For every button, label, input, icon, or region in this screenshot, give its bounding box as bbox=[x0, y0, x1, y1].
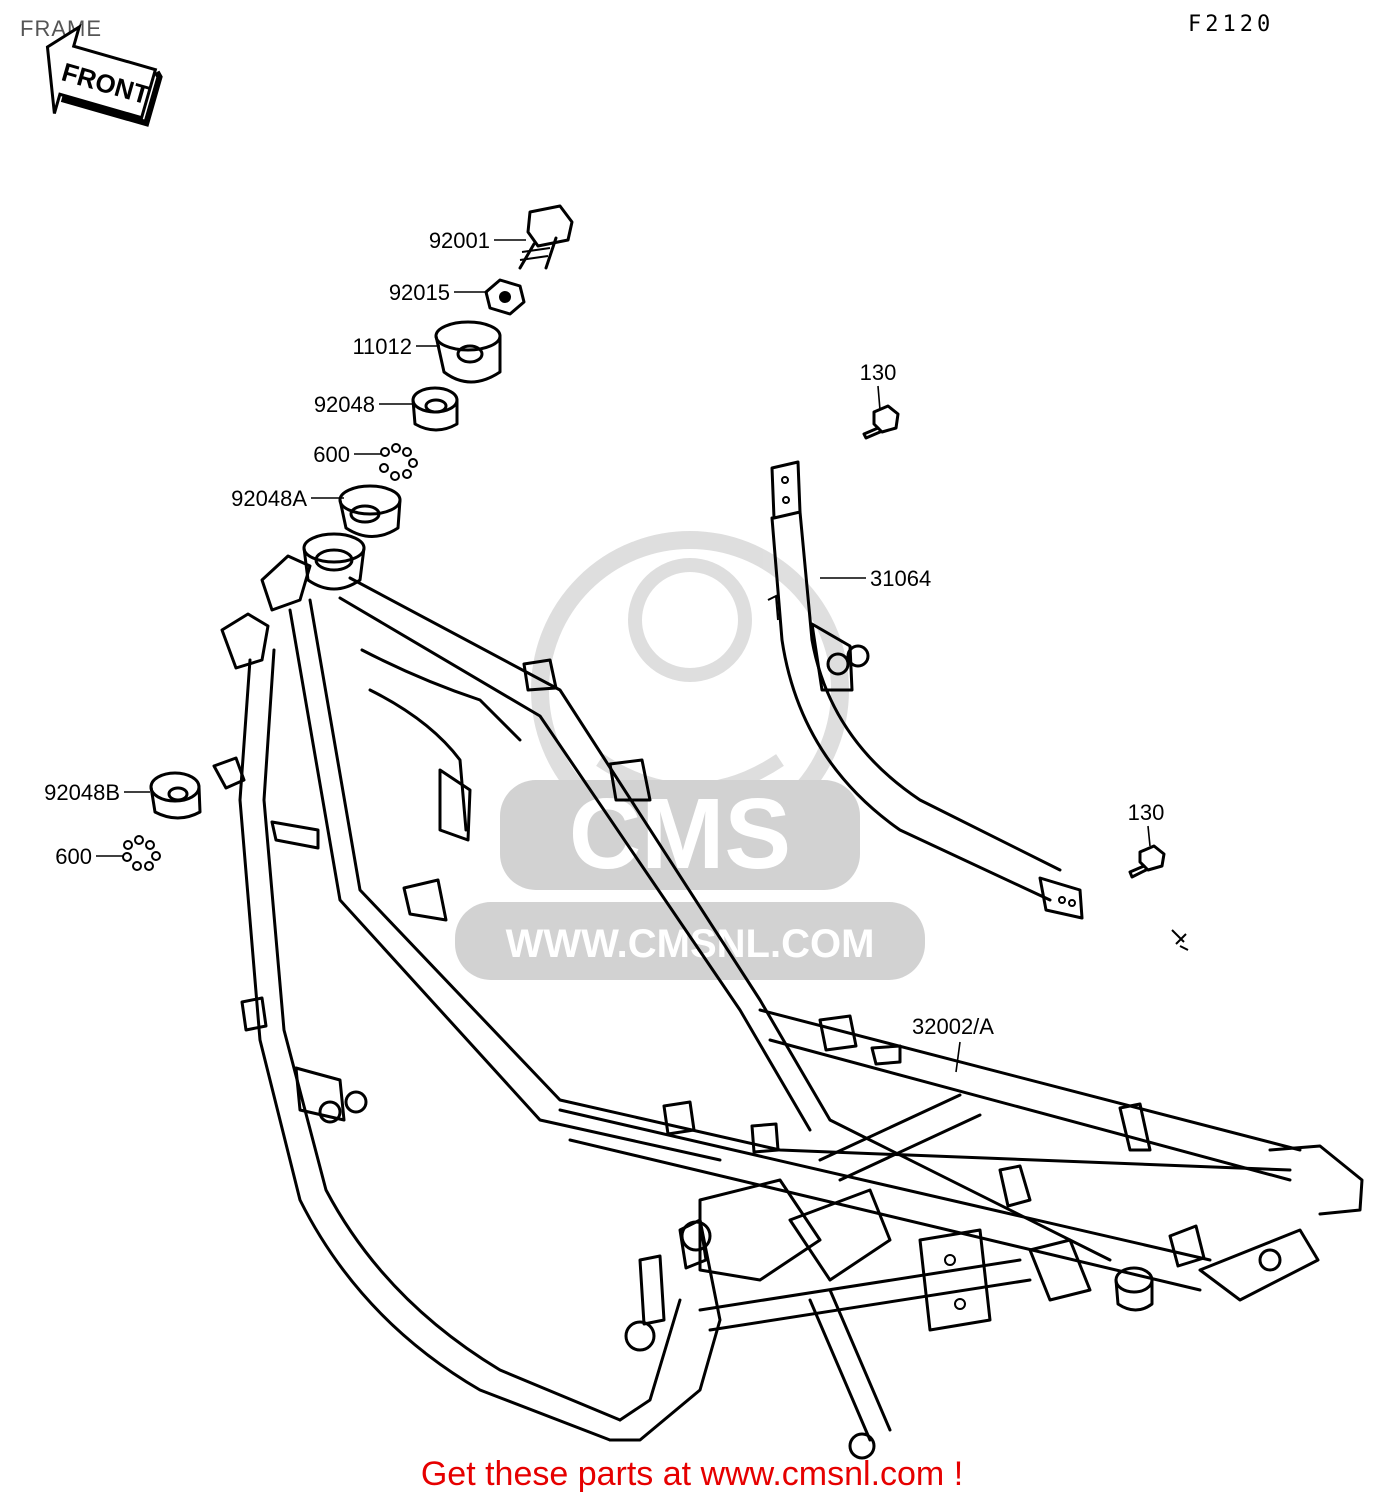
diagram-code: F2120 bbox=[1188, 12, 1275, 37]
page-title: FRAME bbox=[20, 16, 102, 41]
watermark-url: WWW.CMSNL.COM bbox=[506, 922, 875, 966]
bolt-130-right-icon bbox=[1128, 844, 1166, 879]
front-arrow-icon: FRONT bbox=[45, 23, 163, 127]
down-tube-31064-icon bbox=[767, 460, 1084, 920]
label-130-right: 130 bbox=[1128, 800, 1165, 825]
label-92048b: 92048B bbox=[44, 780, 120, 805]
label-92048: 92048 bbox=[314, 392, 375, 417]
label-600-bottom: 600 bbox=[55, 844, 92, 869]
footer-cta-link[interactable]: Get these parts at www.cmsnl.com ! bbox=[420, 1455, 964, 1493]
label-600-top: 600 bbox=[313, 442, 350, 467]
spacer-92048b-icon bbox=[149, 771, 202, 820]
nut-92015-icon bbox=[484, 278, 526, 316]
label-92001: 92001 bbox=[429, 228, 490, 253]
steel-balls-600-icon bbox=[379, 443, 418, 481]
collar-11012-icon bbox=[434, 320, 502, 384]
main-frame-32002-icon bbox=[212, 532, 1364, 1460]
spacer-92048a-icon bbox=[338, 484, 402, 538]
watermark: CMS WWW.CMSNL.COM bbox=[455, 531, 925, 980]
label-92015: 92015 bbox=[389, 280, 450, 305]
label-32002a: 32002/A bbox=[912, 1014, 994, 1039]
steel-balls-600-b-icon bbox=[122, 835, 161, 871]
bolt-130-top-icon bbox=[862, 404, 900, 440]
label-130-top: 130 bbox=[860, 360, 897, 385]
spacer-92048-icon bbox=[411, 386, 459, 432]
label-11012: 11012 bbox=[352, 334, 412, 359]
watermark-logo-text: CMS bbox=[569, 778, 791, 890]
label-31064: 31064 bbox=[870, 566, 931, 591]
bolt-92001-icon bbox=[518, 204, 574, 270]
rivet-mark-icon bbox=[1171, 929, 1189, 951]
label-92048a: 92048A bbox=[231, 486, 307, 511]
